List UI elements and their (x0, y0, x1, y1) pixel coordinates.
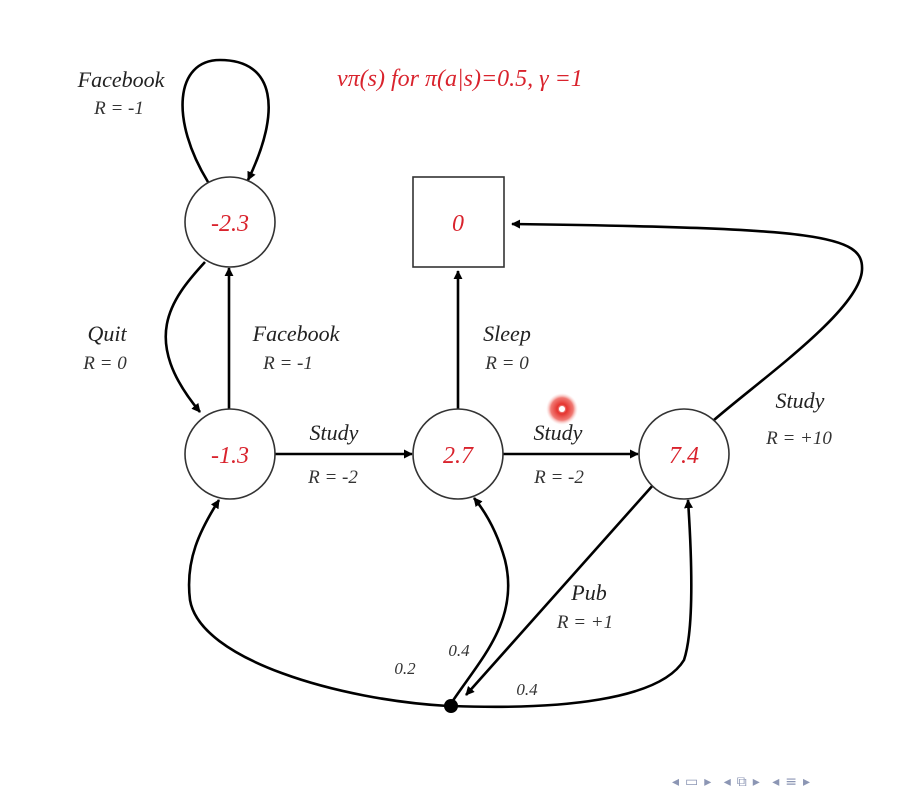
reward-label-study-2: R = -2 (533, 467, 584, 488)
beamer-navigation-bar: ◂▭▸ ◂⧉▸ ◂≡▸ (672, 774, 816, 790)
action-label-study-1: Study (310, 420, 359, 445)
probability-label-class3: 0.4 (516, 680, 538, 699)
diagram-title: vπ(s) for π(a|s)=0.5, γ =1 (337, 66, 583, 92)
cursor-highlight-icon (546, 393, 578, 425)
frame-icon[interactable]: ▭ (685, 774, 701, 790)
action-label-quit: Quit (87, 321, 127, 346)
triangle-left-icon[interactable]: ◂ (672, 774, 682, 790)
reward-label-facebook: R = -1 (262, 353, 313, 374)
triangle-right-icon[interactable]: ▸ (704, 774, 714, 790)
probability-label-class1: 0.2 (394, 659, 416, 678)
triangle-right-icon[interactable]: ▸ (803, 774, 813, 790)
action-label-facebook-loop: Facebook (77, 67, 166, 92)
reward-label-quit: R = 0 (82, 353, 127, 374)
action-label-sleep: Sleep (483, 321, 531, 346)
pub-chance-node (444, 699, 458, 713)
edge-pub (465, 483, 655, 696)
state-value: 2.7 (443, 443, 474, 469)
state-facebook: -2.3 (184, 176, 276, 268)
section-icon[interactable]: ≡ (785, 774, 800, 790)
triangle-right-icon[interactable]: ▸ (752, 774, 762, 790)
reward-label-study-1: R = -2 (307, 467, 358, 488)
action-label-facebook: Facebook (252, 321, 341, 346)
state-class2: 2.7 (412, 408, 504, 500)
action-label-pub: Pub (570, 580, 606, 605)
state-sleep: 0 (412, 176, 505, 268)
edge-prob-class1 (187, 499, 449, 708)
reward-label-study-3: R = +10 (765, 428, 832, 449)
edge-study-3 (511, 219, 864, 421)
state-class1: -1.3 (184, 408, 276, 500)
state-value: -2.3 (211, 211, 249, 237)
reward-label-sleep: R = 0 (484, 353, 529, 374)
state-value: 7.4 (669, 443, 699, 469)
edge-facebook-loop (181, 58, 270, 183)
edge-prob-class3 (451, 499, 694, 709)
edge-quit (164, 261, 206, 413)
reward-label-pub: R = +1 (556, 612, 613, 633)
triangle-left-icon[interactable]: ◂ (723, 774, 733, 790)
state-class3: 7.4 (638, 408, 730, 500)
subsection-icon[interactable]: ⧉ (736, 774, 749, 790)
action-label-study-3: Study (776, 388, 825, 413)
edge-prob-class2 (450, 497, 510, 703)
state-value: 0 (452, 211, 464, 237)
reward-label-facebook-loop: R = -1 (93, 98, 144, 119)
triangle-left-icon[interactable]: ◂ (772, 774, 782, 790)
probability-label-class2: 0.4 (448, 641, 470, 660)
state-value: -1.3 (211, 443, 249, 469)
